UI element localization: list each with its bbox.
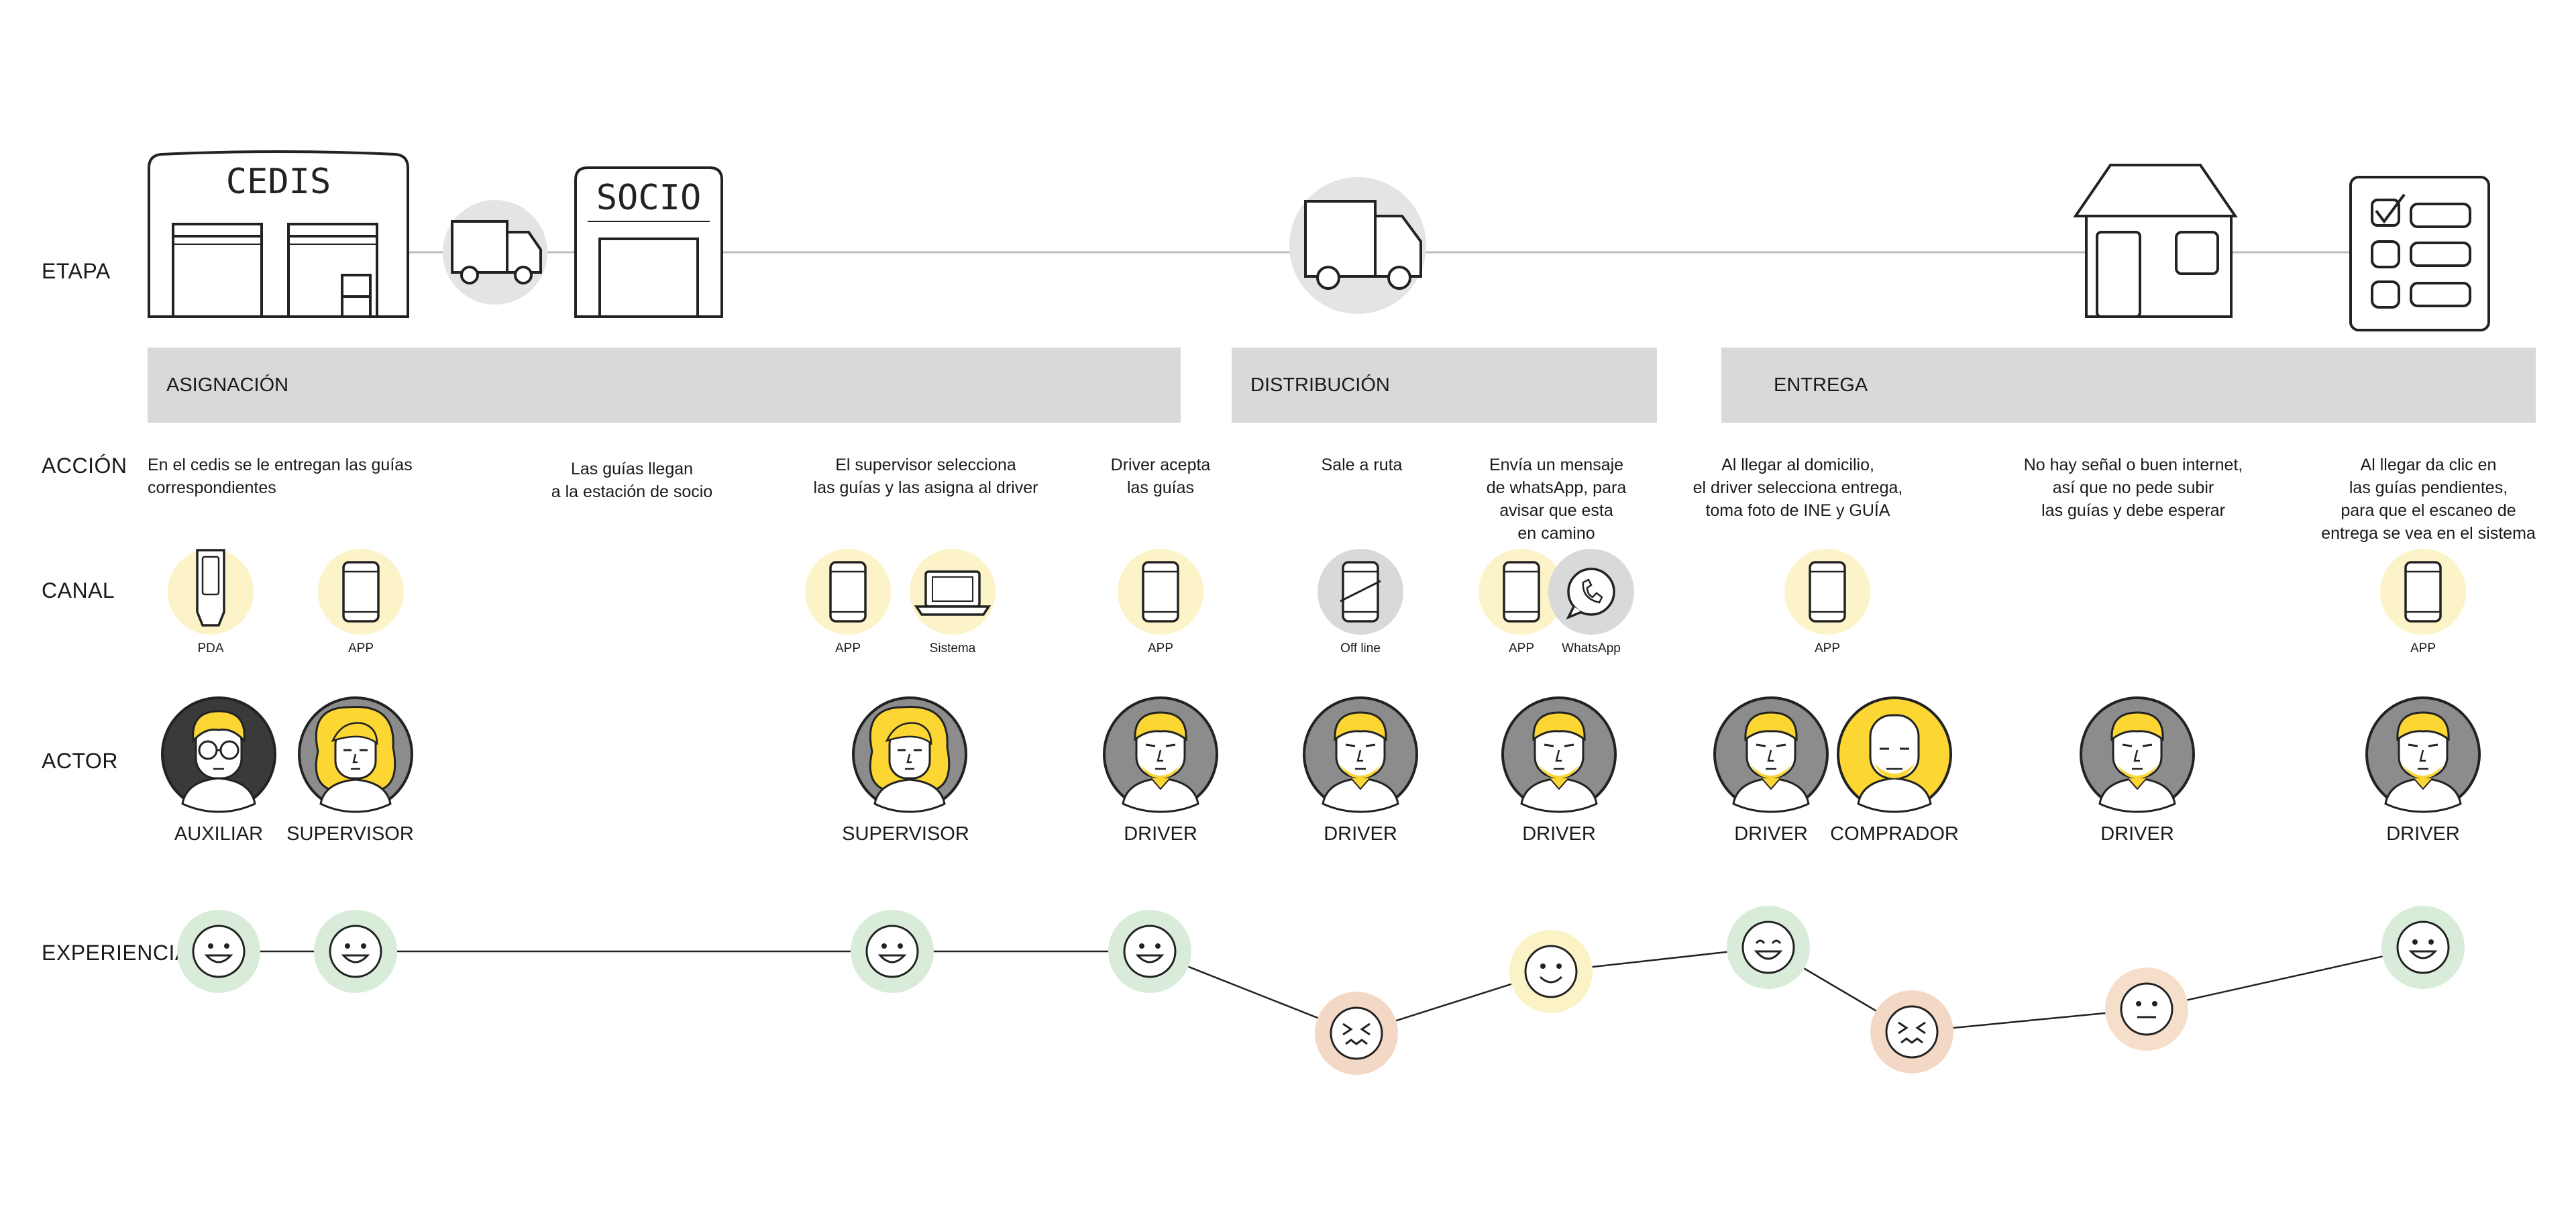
avatar-supervisor xyxy=(298,696,413,813)
actor-label: SUPERVISOR xyxy=(286,823,414,845)
action-8: No hay señal o buen internet,así que no … xyxy=(2023,456,2243,520)
avatar-driver xyxy=(1713,696,1829,813)
stage-illustrations: CEDIS SOCIO xyxy=(148,150,2490,331)
happy-face-icon xyxy=(1108,910,1191,993)
actor-label: DRIVER xyxy=(1124,823,1197,845)
avatar-driver xyxy=(1501,696,1617,813)
actor-label: DRIVER xyxy=(1522,823,1596,845)
row-label-accion: ACCIÓN xyxy=(42,454,127,478)
truck-icon-large xyxy=(1289,177,1426,314)
socio-sign: SOCIO xyxy=(596,178,702,218)
row-label-etapa: ETAPA xyxy=(42,259,111,283)
channel-label: Off line xyxy=(1340,641,1381,656)
channel-label: Sistema xyxy=(929,641,976,656)
channel-label: APP xyxy=(835,641,861,656)
actor-label: DRIVER xyxy=(1324,823,1397,845)
row-label-experiencia: EXPERIENCIA xyxy=(42,941,190,965)
phone-icon xyxy=(1118,549,1203,635)
whatsapp-icon xyxy=(1548,549,1634,635)
row-label-actor: ACTOR xyxy=(42,749,118,773)
channel-label: APP xyxy=(1147,641,1174,656)
laptop-icon xyxy=(910,549,996,635)
experience-line xyxy=(219,946,2424,1035)
phone-icon xyxy=(805,549,891,635)
experience-curve xyxy=(177,906,2465,1075)
phase-entrega: ENTREGA xyxy=(1721,348,2536,423)
channel-label: APP xyxy=(347,641,374,656)
channel-label: APP xyxy=(2410,641,2436,656)
avatar-driver xyxy=(2080,696,2195,813)
channel-label: PDA xyxy=(197,641,224,656)
happy-face-icon xyxy=(314,910,397,993)
channel-label: WhatsApp xyxy=(1562,641,1621,656)
checklist-icon xyxy=(2349,176,2490,331)
avatar-comprador xyxy=(1837,696,1952,813)
laughing-face-icon xyxy=(1727,906,1810,989)
frustrated-face-icon xyxy=(1870,990,1953,1073)
action-5: Sale a ruta xyxy=(1321,456,1403,474)
actor-avatars xyxy=(161,696,2481,813)
actor-label: DRIVER xyxy=(2100,823,2174,845)
phone-offline-icon xyxy=(1318,549,1403,635)
cedis-sign: CEDIS xyxy=(226,162,331,202)
phone-icon xyxy=(318,549,404,635)
frustrated-face-icon xyxy=(1315,992,1398,1075)
avatar-supervisor xyxy=(852,696,967,813)
actor-label: SUPERVISOR xyxy=(842,823,969,845)
truck-icon-small xyxy=(443,200,547,305)
neutral-face-icon xyxy=(2105,967,2188,1051)
happy-face-icon xyxy=(851,910,934,993)
phase-distribucion: DISTRIBUCIÓN xyxy=(1232,348,1657,423)
channel-label: APP xyxy=(1814,641,1841,656)
phase-asignacion: ASIGNACIÓN xyxy=(148,348,1181,423)
avatar-driver xyxy=(1303,696,1418,813)
avatar-auxiliar xyxy=(161,696,276,813)
channel-label: APP xyxy=(1508,641,1535,656)
socio-building-icon: SOCIO xyxy=(574,166,723,318)
house-icon xyxy=(2073,164,2238,318)
phone-icon xyxy=(1479,549,1564,635)
phone-icon xyxy=(1784,549,1870,635)
phone-icon xyxy=(2380,549,2466,635)
actor-label: DRIVER xyxy=(1734,823,1808,845)
channel-icons xyxy=(168,549,2466,635)
actor-label: AUXILIAR xyxy=(174,823,264,845)
smiling-face-icon xyxy=(1509,930,1593,1013)
cedis-building-icon: CEDIS xyxy=(148,150,409,318)
avatar-driver xyxy=(2365,696,2481,813)
happy-face-icon xyxy=(2381,906,2465,989)
pda-icon xyxy=(168,549,254,635)
actor-label: COMPRADOR xyxy=(1830,823,1959,845)
action-7: Al llegar al domicilio,el driver selecci… xyxy=(1693,456,1903,520)
actor-label: DRIVER xyxy=(2386,823,2460,845)
avatar-driver xyxy=(1103,696,1218,813)
row-label-canal: CANAL xyxy=(42,578,115,602)
happy-face-icon xyxy=(177,910,260,993)
